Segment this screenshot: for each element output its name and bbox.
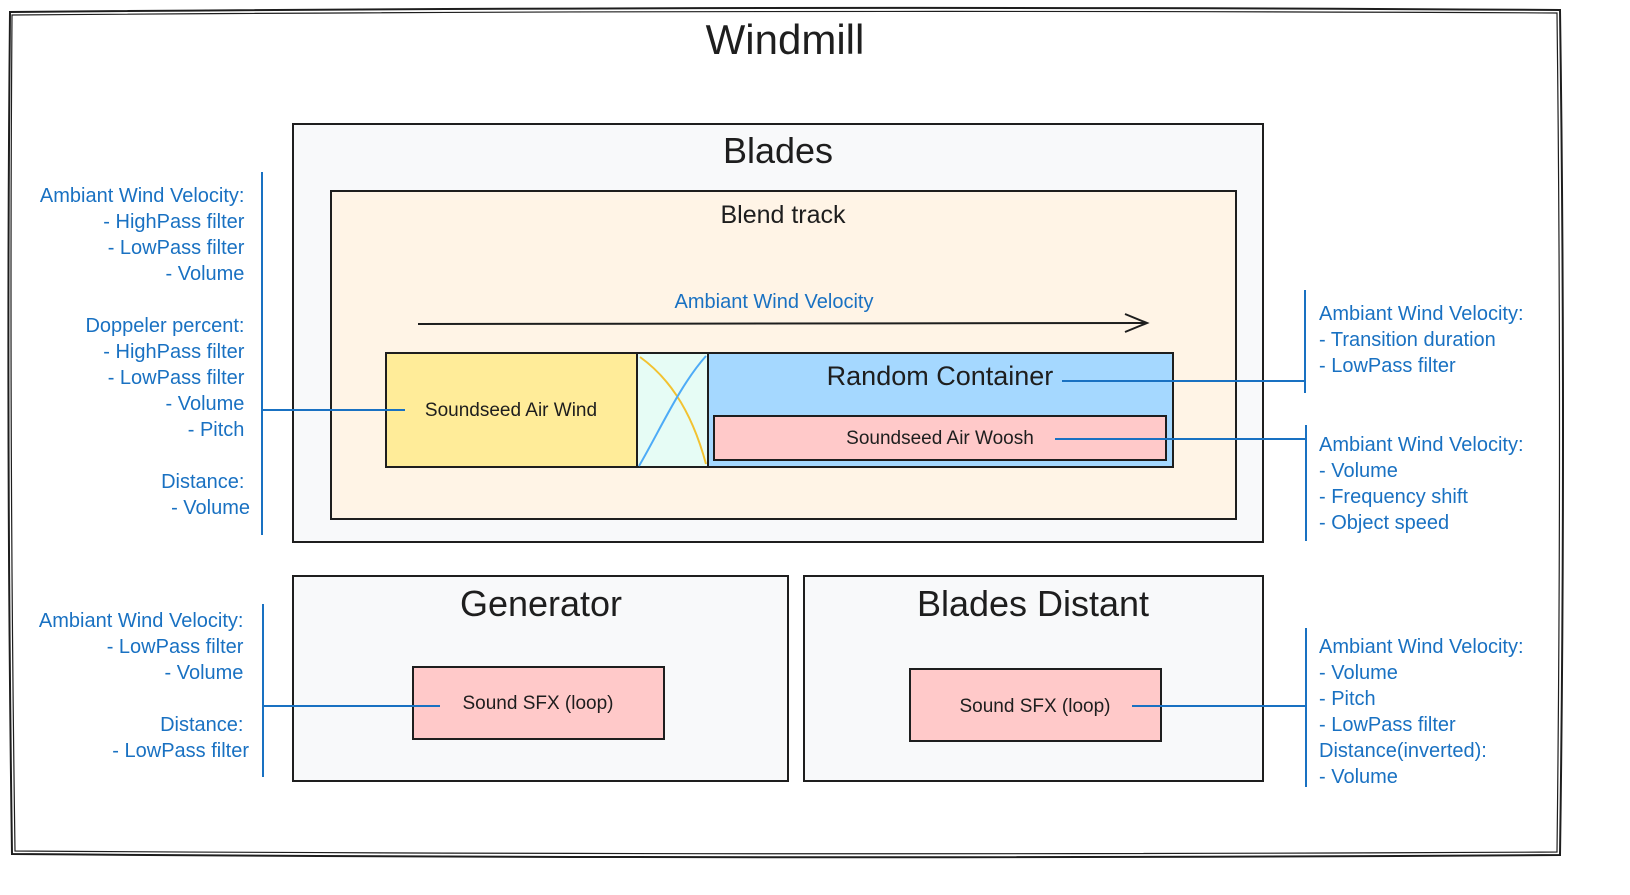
annotation-line: - Volume — [165, 662, 244, 684]
annotation-line: - LowPass filter — [1319, 355, 1456, 377]
windmill-title: Windmill — [706, 16, 865, 63]
annotation-line: - Volume — [171, 497, 250, 519]
generator-sound-label: Sound SFX (loop) — [462, 693, 613, 714]
crossfade-curve-out — [639, 356, 707, 465]
annotation-line: - Frequency shift — [1319, 486, 1468, 508]
generator-annotation: Ambiant Wind Velocity: - LowPass filter … — [39, 610, 249, 762]
velocity-arrow — [417, 313, 1150, 333]
annotation-line: Ambiant Wind Velocity: — [1319, 636, 1524, 658]
blades-distant-annotation: Ambiant Wind Velocity: - Volume - Pitch … — [1319, 636, 1529, 788]
annotation-line: - LowPass filter — [108, 367, 245, 389]
velocity-axis-label: Ambiant Wind Velocity — [675, 291, 874, 313]
soundseed-air-wind-box — [385, 352, 638, 468]
annotation-line: - Pitch — [1319, 688, 1376, 710]
annotation-line: - Object speed — [1319, 512, 1449, 534]
woosh-annotation: Ambiant Wind Velocity: - Volume - Freque… — [1319, 434, 1529, 534]
annotation-line: - LowPass filter — [112, 740, 249, 762]
annotation-line: Distance: — [161, 471, 244, 493]
annotation-line: - Volume — [1319, 662, 1398, 684]
annotation-line: - LowPass filter — [108, 237, 245, 259]
blades-distant-sound-box — [909, 668, 1162, 742]
annotation-line: - Pitch — [188, 419, 245, 441]
soundseed-air-wind-label: Soundseed Air Wind — [425, 400, 597, 421]
random-container-title: Random Container — [827, 361, 1054, 391]
annotation-line: Ambiant Wind Velocity: — [1319, 434, 1524, 456]
generator-title: Generator — [460, 583, 622, 624]
blades-title: Blades — [723, 130, 833, 171]
generator-sound-box — [412, 666, 665, 740]
annotation-line: - Volume — [166, 263, 245, 285]
annotation-line: - HighPass filter — [103, 341, 244, 363]
annotation-line: - HighPass filter — [103, 211, 244, 233]
annotation-line: Distance: — [160, 714, 243, 736]
annotation-line: Ambiant Wind Velocity: — [1319, 303, 1524, 325]
annotation-line: - Volume — [1319, 460, 1398, 482]
annotation-line: - Volume — [166, 393, 245, 415]
annotation-line: - Volume — [1319, 766, 1398, 788]
outer-frame — [7, 6, 1564, 859]
blades-distant-sound-label: Sound SFX (loop) — [959, 696, 1110, 717]
annotation-line: - Transition duration — [1319, 329, 1496, 351]
annotation-line: - LowPass filter — [107, 636, 244, 658]
annotation-line: - LowPass filter — [1319, 714, 1456, 736]
blend-track-title: Blend track — [720, 201, 846, 229]
annotation-connectors — [261, 172, 1307, 787]
soundseed-air-woosh-label: Soundseed Air Woosh — [846, 428, 1034, 449]
crossfade-curve-in — [638, 355, 707, 467]
annotation-line: Ambiant Wind Velocity: — [40, 185, 245, 207]
annotation-line: Distance(inverted): — [1319, 740, 1487, 762]
random-container-annotation: Ambiant Wind Velocity: - Transition dura… — [1319, 303, 1529, 377]
annotation-line: Ambiant Wind Velocity: — [39, 610, 244, 632]
blades-left-annotation: Ambiant Wind Velocity: - HighPass filter… — [40, 185, 250, 519]
annotation-line: Doppeler percent: — [85, 315, 244, 337]
blades-distant-title: Blades Distant — [917, 583, 1149, 624]
